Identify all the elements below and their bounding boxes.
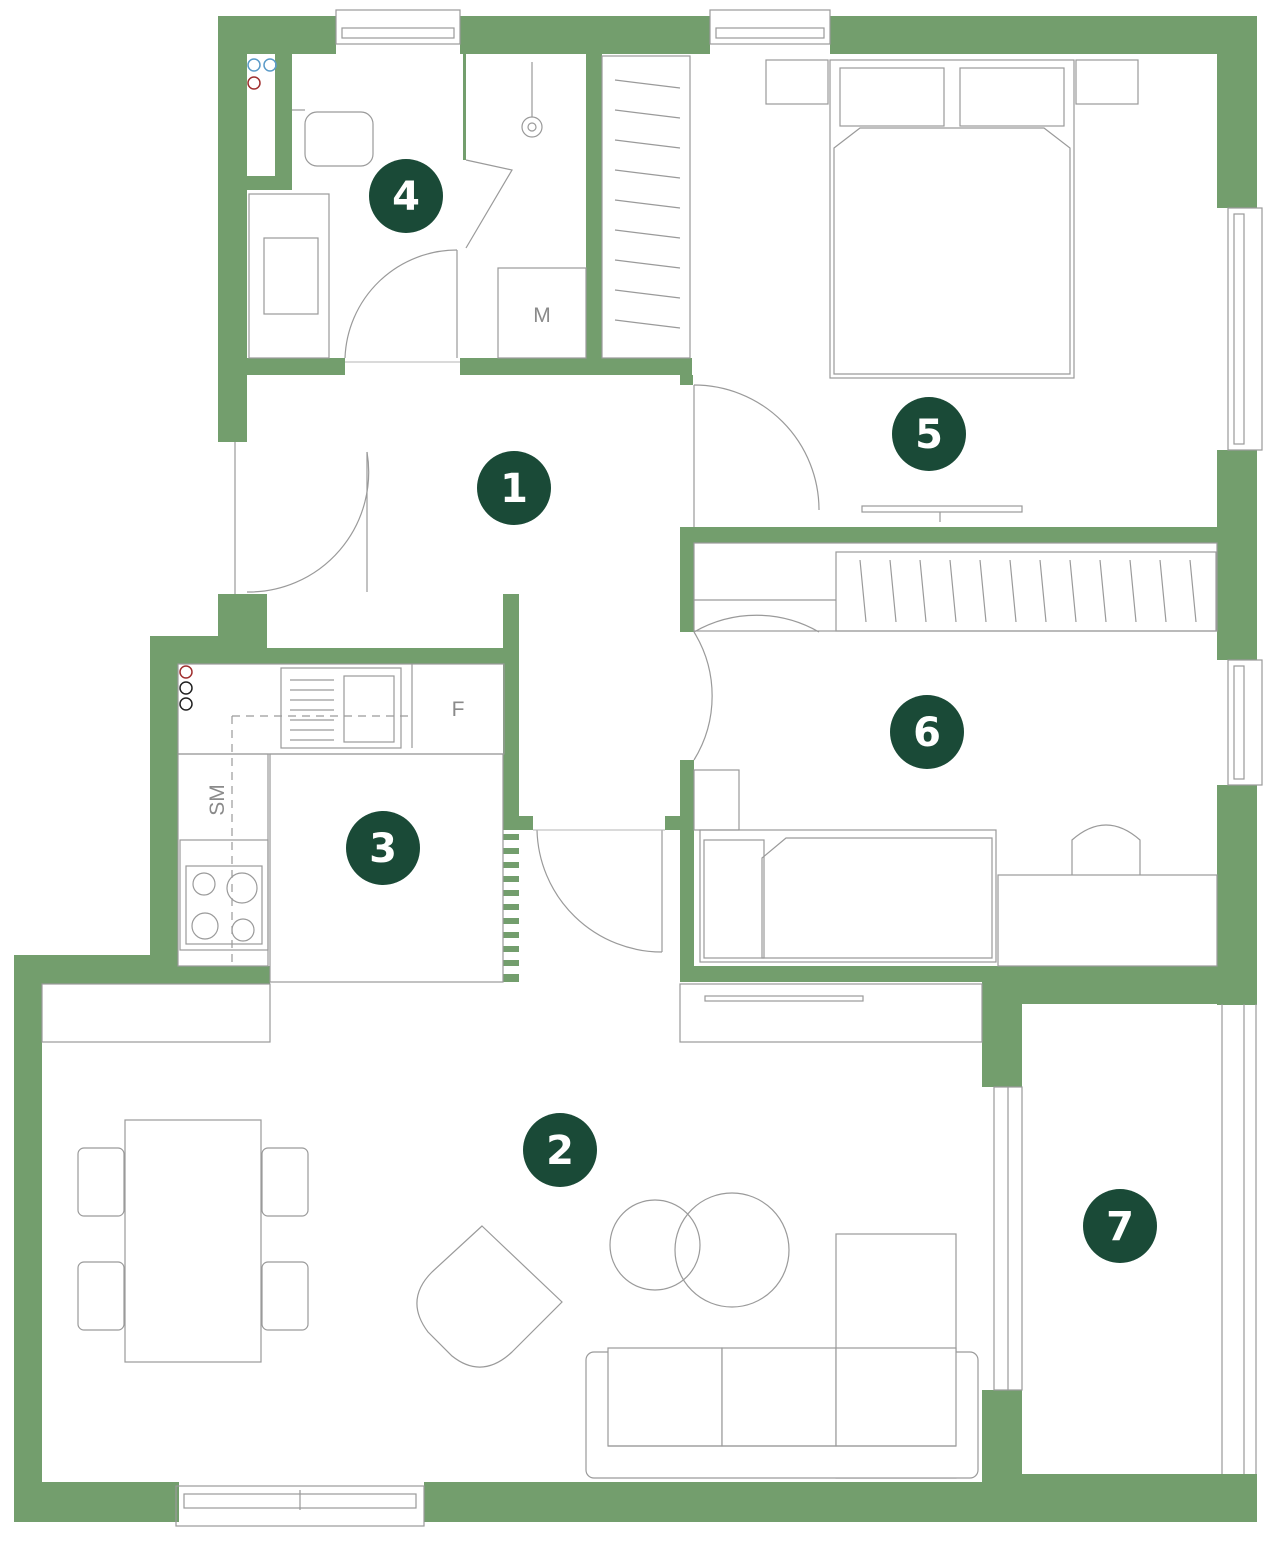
room-number: 6 [913, 710, 941, 756]
wardrobe-right [693, 542, 1218, 632]
room-badge-5[interactable]: 5 [892, 397, 966, 471]
kitchen-fixtures [177, 663, 505, 983]
bedroom-5-furniture [765, 59, 1139, 522]
dishwasher-label: SM [206, 784, 229, 816]
room-badge-7[interactable]: 7 [1083, 1189, 1157, 1263]
room-number: 4 [392, 174, 420, 220]
living-room-furniture [41, 983, 983, 1479]
room-badge-4[interactable]: 4 [369, 159, 443, 233]
room-number: 1 [500, 466, 528, 512]
walls [14, 16, 1257, 1522]
room-number: 3 [369, 826, 397, 872]
room-badge-2[interactable]: 2 [523, 1113, 597, 1187]
wardrobe-left [601, 55, 691, 359]
room-number: 5 [915, 412, 943, 458]
fridge-label: F [452, 698, 465, 721]
washing-machine-label: M [533, 304, 551, 327]
room-badge-3[interactable]: 3 [346, 811, 420, 885]
room-badge-6[interactable]: 6 [890, 695, 964, 769]
room-badge-1[interactable]: 1 [477, 451, 551, 525]
room-6-furniture [693, 769, 1218, 967]
doors [234, 159, 820, 953]
windows [175, 9, 1263, 1527]
bathroom-fixtures [247, 54, 587, 359]
room-number: 7 [1106, 1204, 1134, 1250]
room-number: 2 [546, 1128, 574, 1174]
